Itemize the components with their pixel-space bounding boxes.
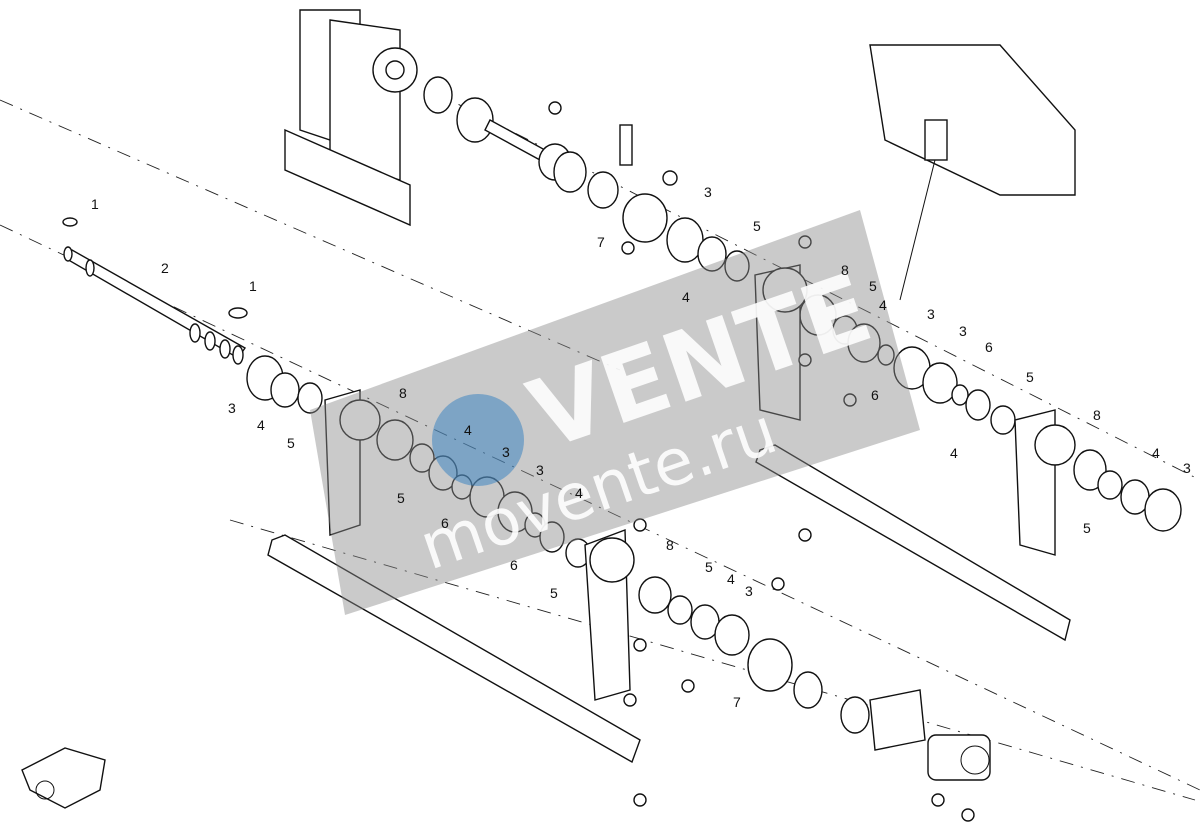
callout-label: 3 [536,462,544,478]
callout-label: 7 [733,694,741,710]
callout-label: 3 [228,400,236,416]
callout-label: 5 [1083,520,1091,536]
fasteners [623,235,975,822]
bearing-rings [246,217,1182,656]
callout-label: 1 [249,278,257,294]
top-coupling-parts [423,76,678,255]
callout-label: 5 [869,278,877,294]
callout-label: 4 [575,485,583,501]
callout-label: 3 [502,444,510,460]
frame-rails [267,444,1071,764]
callout-label: 3 [1183,460,1191,476]
callout-label: 8 [666,537,674,553]
callout-label: 3 [959,323,967,339]
callout-label: 2 [161,260,169,276]
callout-label: 3 [927,306,935,322]
callout-label: 5 [550,585,558,601]
callout-label: 4 [1152,445,1160,461]
retaining-clips [62,217,248,319]
callout-label: 4 [682,289,690,305]
callout-label: 4 [464,422,472,438]
callout-label: 8 [399,385,407,401]
callout-label: 4 [950,445,958,461]
callout-label: 5 [1026,369,1034,385]
callout-label: 1 [91,196,99,212]
callout-label: 3 [704,184,712,200]
callout-label: 6 [441,515,449,531]
callout-label: 4 [879,297,887,313]
pedestal-supports [324,264,1076,701]
callout-label: 6 [510,557,518,573]
callout-label: 8 [1093,407,1101,423]
gearbox-top-right [869,44,1076,301]
callout-label: 3 [745,583,753,599]
callout-label: 7 [597,234,605,250]
callout-label: 5 [705,559,713,575]
callout-label: 5 [287,435,295,451]
pedestal-top-left [284,9,418,227]
callout-label: 5 [753,218,761,234]
direction-arrow-icon [21,747,106,809]
callout-label: 4 [257,417,265,433]
callout-labels: 1 1 2 3 4 5 8 4 3 5 3 6 4 6 5 8 5 4 3 7 … [91,184,1191,710]
callout-label: 4 [727,571,735,587]
callout-label: 8 [841,262,849,278]
hydraulic-motor [747,638,991,781]
callout-label: 6 [985,339,993,355]
callout-label: 6 [871,387,879,403]
callout-label: 5 [397,490,405,506]
axis-lines [0,89,1200,801]
drive-shaft [63,246,247,365]
